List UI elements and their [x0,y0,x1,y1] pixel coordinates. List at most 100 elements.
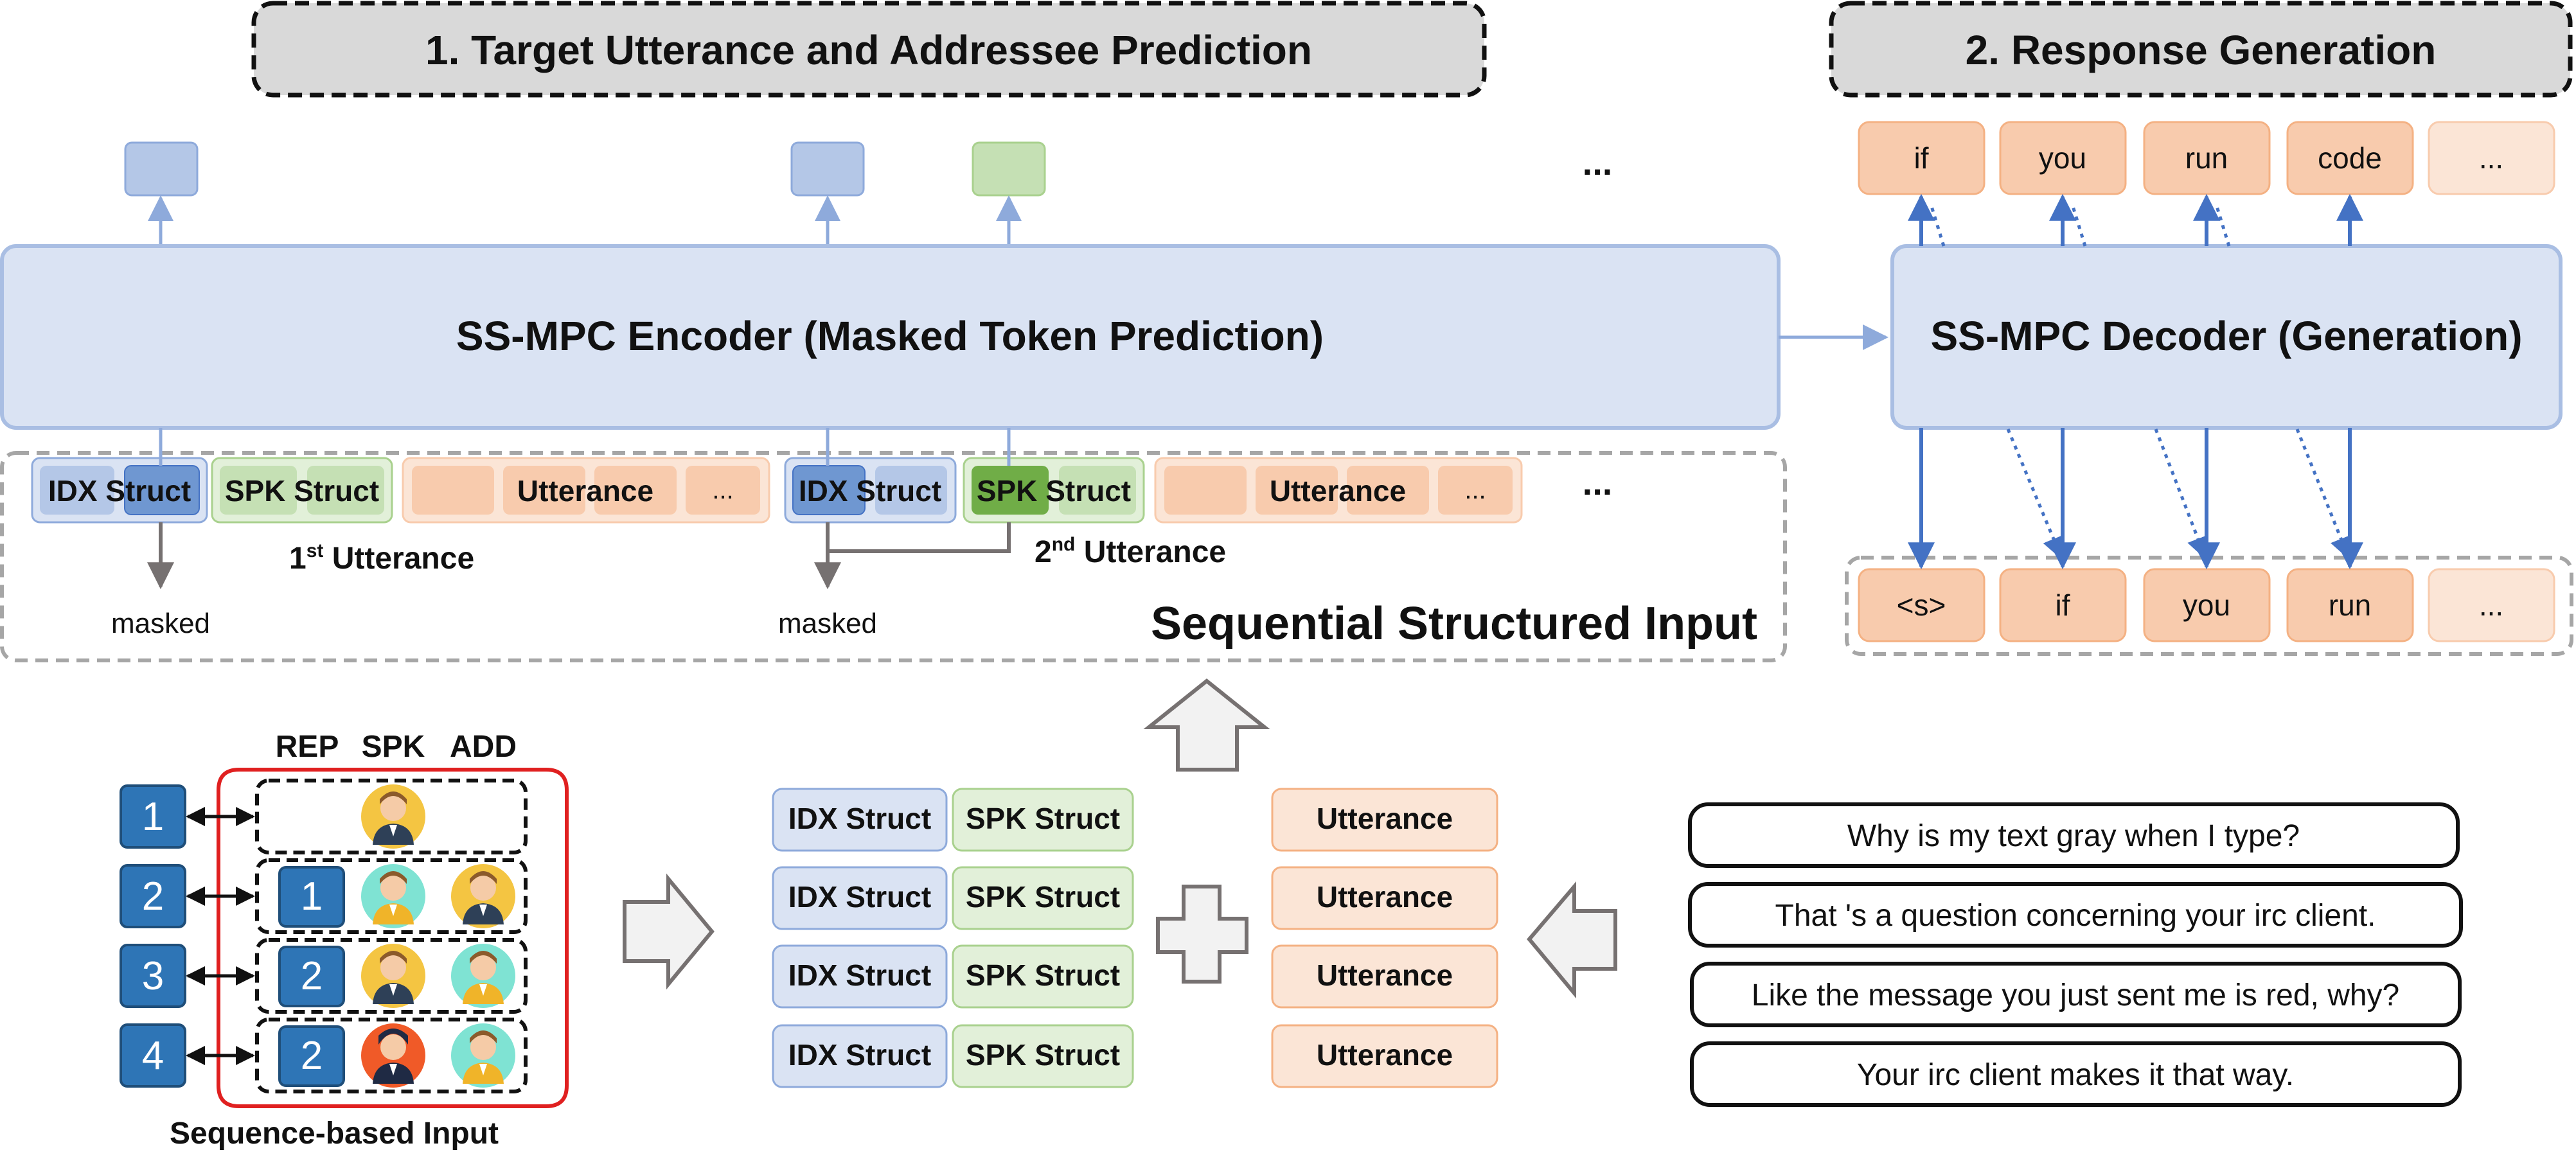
utterance-ellipsis: ... [1464,476,1486,504]
utterance-token [686,466,760,515]
decoder-label: SS-MPC Decoder (Generation) [1930,313,2522,359]
masked-connector [828,522,1011,553]
avatar [451,864,515,928]
grid-idx-label: IDX Struct [788,959,931,992]
avatar [451,1023,515,1088]
grid-spk-struct [952,788,1134,852]
col-header-rep: REP [276,730,339,764]
utterance-box [1271,1024,1498,1088]
spk-struct-label: SPK Struct [977,474,1131,508]
section-title-2: 2. Response Generation [1966,27,2437,73]
output-token-spk-2 [972,141,1046,197]
decoder-output-tokens: if you run code ... [1858,121,2555,247]
utterance-tokens-1 [402,457,770,524]
masked-label-2: masked [778,608,877,639]
utterance-box [1271,944,1498,1009]
dialogue-box [1688,802,2460,868]
output-token-label: run [2185,141,2228,175]
spk-struct-sub-masked [972,466,1049,515]
turn-index-label: 3 [142,954,164,998]
section-title-1: 1. Target Utterance and Addressee Predic… [425,27,1312,73]
dialogue-utterances: Why is my text gray when I type? That 's… [1688,802,2463,1107]
avatar [361,784,425,849]
avatar [361,944,425,1008]
sequence-input-caption: Sequence-based Input [170,1117,499,1151]
utterance-column: Utterance Utterance Utterance Utterance [1271,788,1498,1088]
grid-spk-struct [952,944,1134,1009]
turn-index-box [120,944,186,1008]
structured-input-title: Sequential Structured Input [1151,598,1757,649]
reply-to-label: 1 [301,874,323,919]
dialogue-text: Like the message you just sent me is red… [1752,978,2400,1012]
utterance-token [594,466,677,515]
turn-index-label: 1 [142,795,164,839]
utterance-label: Utterance [517,474,653,508]
section-header-1: 1. Target Utterance and Addressee Predic… [251,1,1487,98]
utterance-token [1347,466,1429,515]
decoder-input-dotted [2006,428,2065,560]
section-header-2: 2. Response Generation [1829,1,2573,98]
grid-idx-struct [772,944,948,1009]
output-token [2428,121,2555,195]
structure-grid: IDX Struct SPK Struct IDX Struct SPK Str… [772,788,1134,1088]
dialogue-text: Why is my text gray when I type? [1847,819,2300,853]
second-utterance-label: 2nd Utterance [1035,534,1226,569]
spk-struct-sub [220,466,297,515]
spk-struct-label: SPK Struct [225,474,379,508]
input-token-label: you [2183,588,2230,622]
output-token-idx-1 [124,141,199,197]
utterance-box-label: Utterance [1317,802,1453,835]
grid-spk-label: SPK Struct [966,1038,1120,1072]
output-token-label: you [2039,141,2086,175]
utterance-box-label: Utterance [1317,880,1453,914]
grid-spk-label: SPK Struct [966,802,1120,835]
grid-idx-label: IDX Struct [788,802,931,835]
utterance-token [1164,466,1247,515]
utterance-token [503,466,585,515]
input-token [2428,568,2555,642]
utterance-label: Utterance [1270,474,1406,508]
dialogue-text: Your irc client makes it that way. [1857,1058,2294,1092]
reply-to-box [278,866,345,928]
grid-spk-struct [952,1024,1134,1088]
encoder-label: SS-MPC Encoder (Masked Token Prediction) [456,313,1324,359]
decoder-input-frame [1845,556,2573,656]
input-token-label: run [2329,588,2371,622]
ellipsis-outputs: ... [1583,142,1613,182]
decoder-input-dotted [2295,428,2352,560]
decoder-output-dotted [2070,204,2087,247]
dialogue-box [1690,962,2462,1027]
turn-index-label: 2 [142,874,164,919]
decoder-output-dotted [2214,204,2231,247]
output-token-label: code [2318,141,2382,175]
right-arrow [623,873,715,990]
sequential-structured-input: IDX Struct SPK Struct Utterance ... IDX … [0,428,1787,662]
encoder-block: SS-MPC Encoder (Masked Token Prediction) [0,244,1781,430]
output-token-label: if [1914,141,1929,175]
utterance-box-label: Utterance [1317,959,1453,992]
grid-idx-struct [772,1024,948,1088]
grid-spk-label: SPK Struct [966,880,1120,914]
utterance-ellipsis: ... [712,476,733,504]
decoder-input-tokens: <s> if you run ... [1845,428,2573,656]
col-header-add: ADD [450,730,517,764]
avatar [451,944,515,1008]
sequence-bracket [217,768,569,1108]
up-arrow [1143,678,1270,772]
grid-spk-struct [952,866,1134,930]
idx-struct-sub [875,466,947,515]
turn-index-box [120,864,186,928]
output-token-label: ... [2479,141,2503,175]
avatar [361,1023,425,1088]
ellipsis-inputs: ... [1583,462,1613,502]
input-token-label: if [2056,588,2070,622]
utterance-box-label: Utterance [1317,1038,1453,1072]
reply-to-label: 2 [301,1034,323,1078]
utterance-token [1438,466,1513,515]
decoder-input-dotted [2154,428,2209,560]
utterance-token [412,466,494,515]
idx-struct-label: IDX Struct [48,474,191,508]
spk-struct-sub [1059,466,1136,515]
